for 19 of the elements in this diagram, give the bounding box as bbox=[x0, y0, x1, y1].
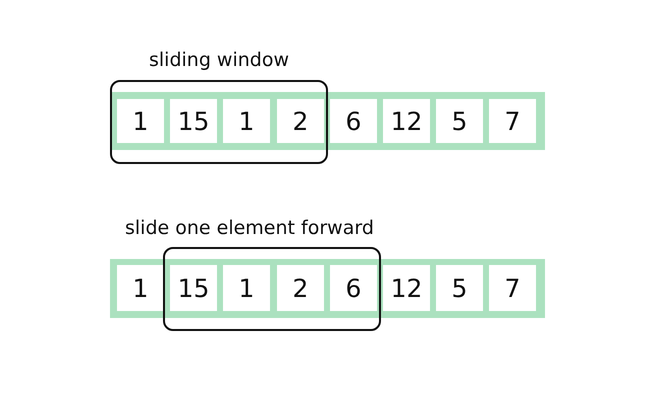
array-cell: 7 bbox=[489, 265, 536, 311]
array-cell: 6 bbox=[330, 99, 377, 143]
window-frame bbox=[163, 247, 381, 331]
array-cell: 1 bbox=[117, 99, 164, 143]
array-cell: 5 bbox=[436, 265, 483, 311]
array-cell: 2 bbox=[277, 265, 324, 311]
array-cell: 1 bbox=[223, 265, 270, 311]
array-cell: 12 bbox=[383, 265, 430, 311]
array-cell: 5 bbox=[436, 99, 483, 143]
step-caption: slide one element forward bbox=[125, 217, 374, 239]
array-cell: 15 bbox=[170, 99, 217, 143]
array-cell: 7 bbox=[489, 99, 536, 143]
array-cell: 6 bbox=[330, 265, 377, 311]
array-cell: 1 bbox=[117, 265, 164, 311]
window-heading: sliding window bbox=[148, 49, 290, 71]
array-cell: 12 bbox=[383, 99, 430, 143]
array-cell: 2 bbox=[277, 99, 324, 143]
array-cell: 15 bbox=[170, 265, 217, 311]
array-cell: 1 bbox=[223, 99, 270, 143]
